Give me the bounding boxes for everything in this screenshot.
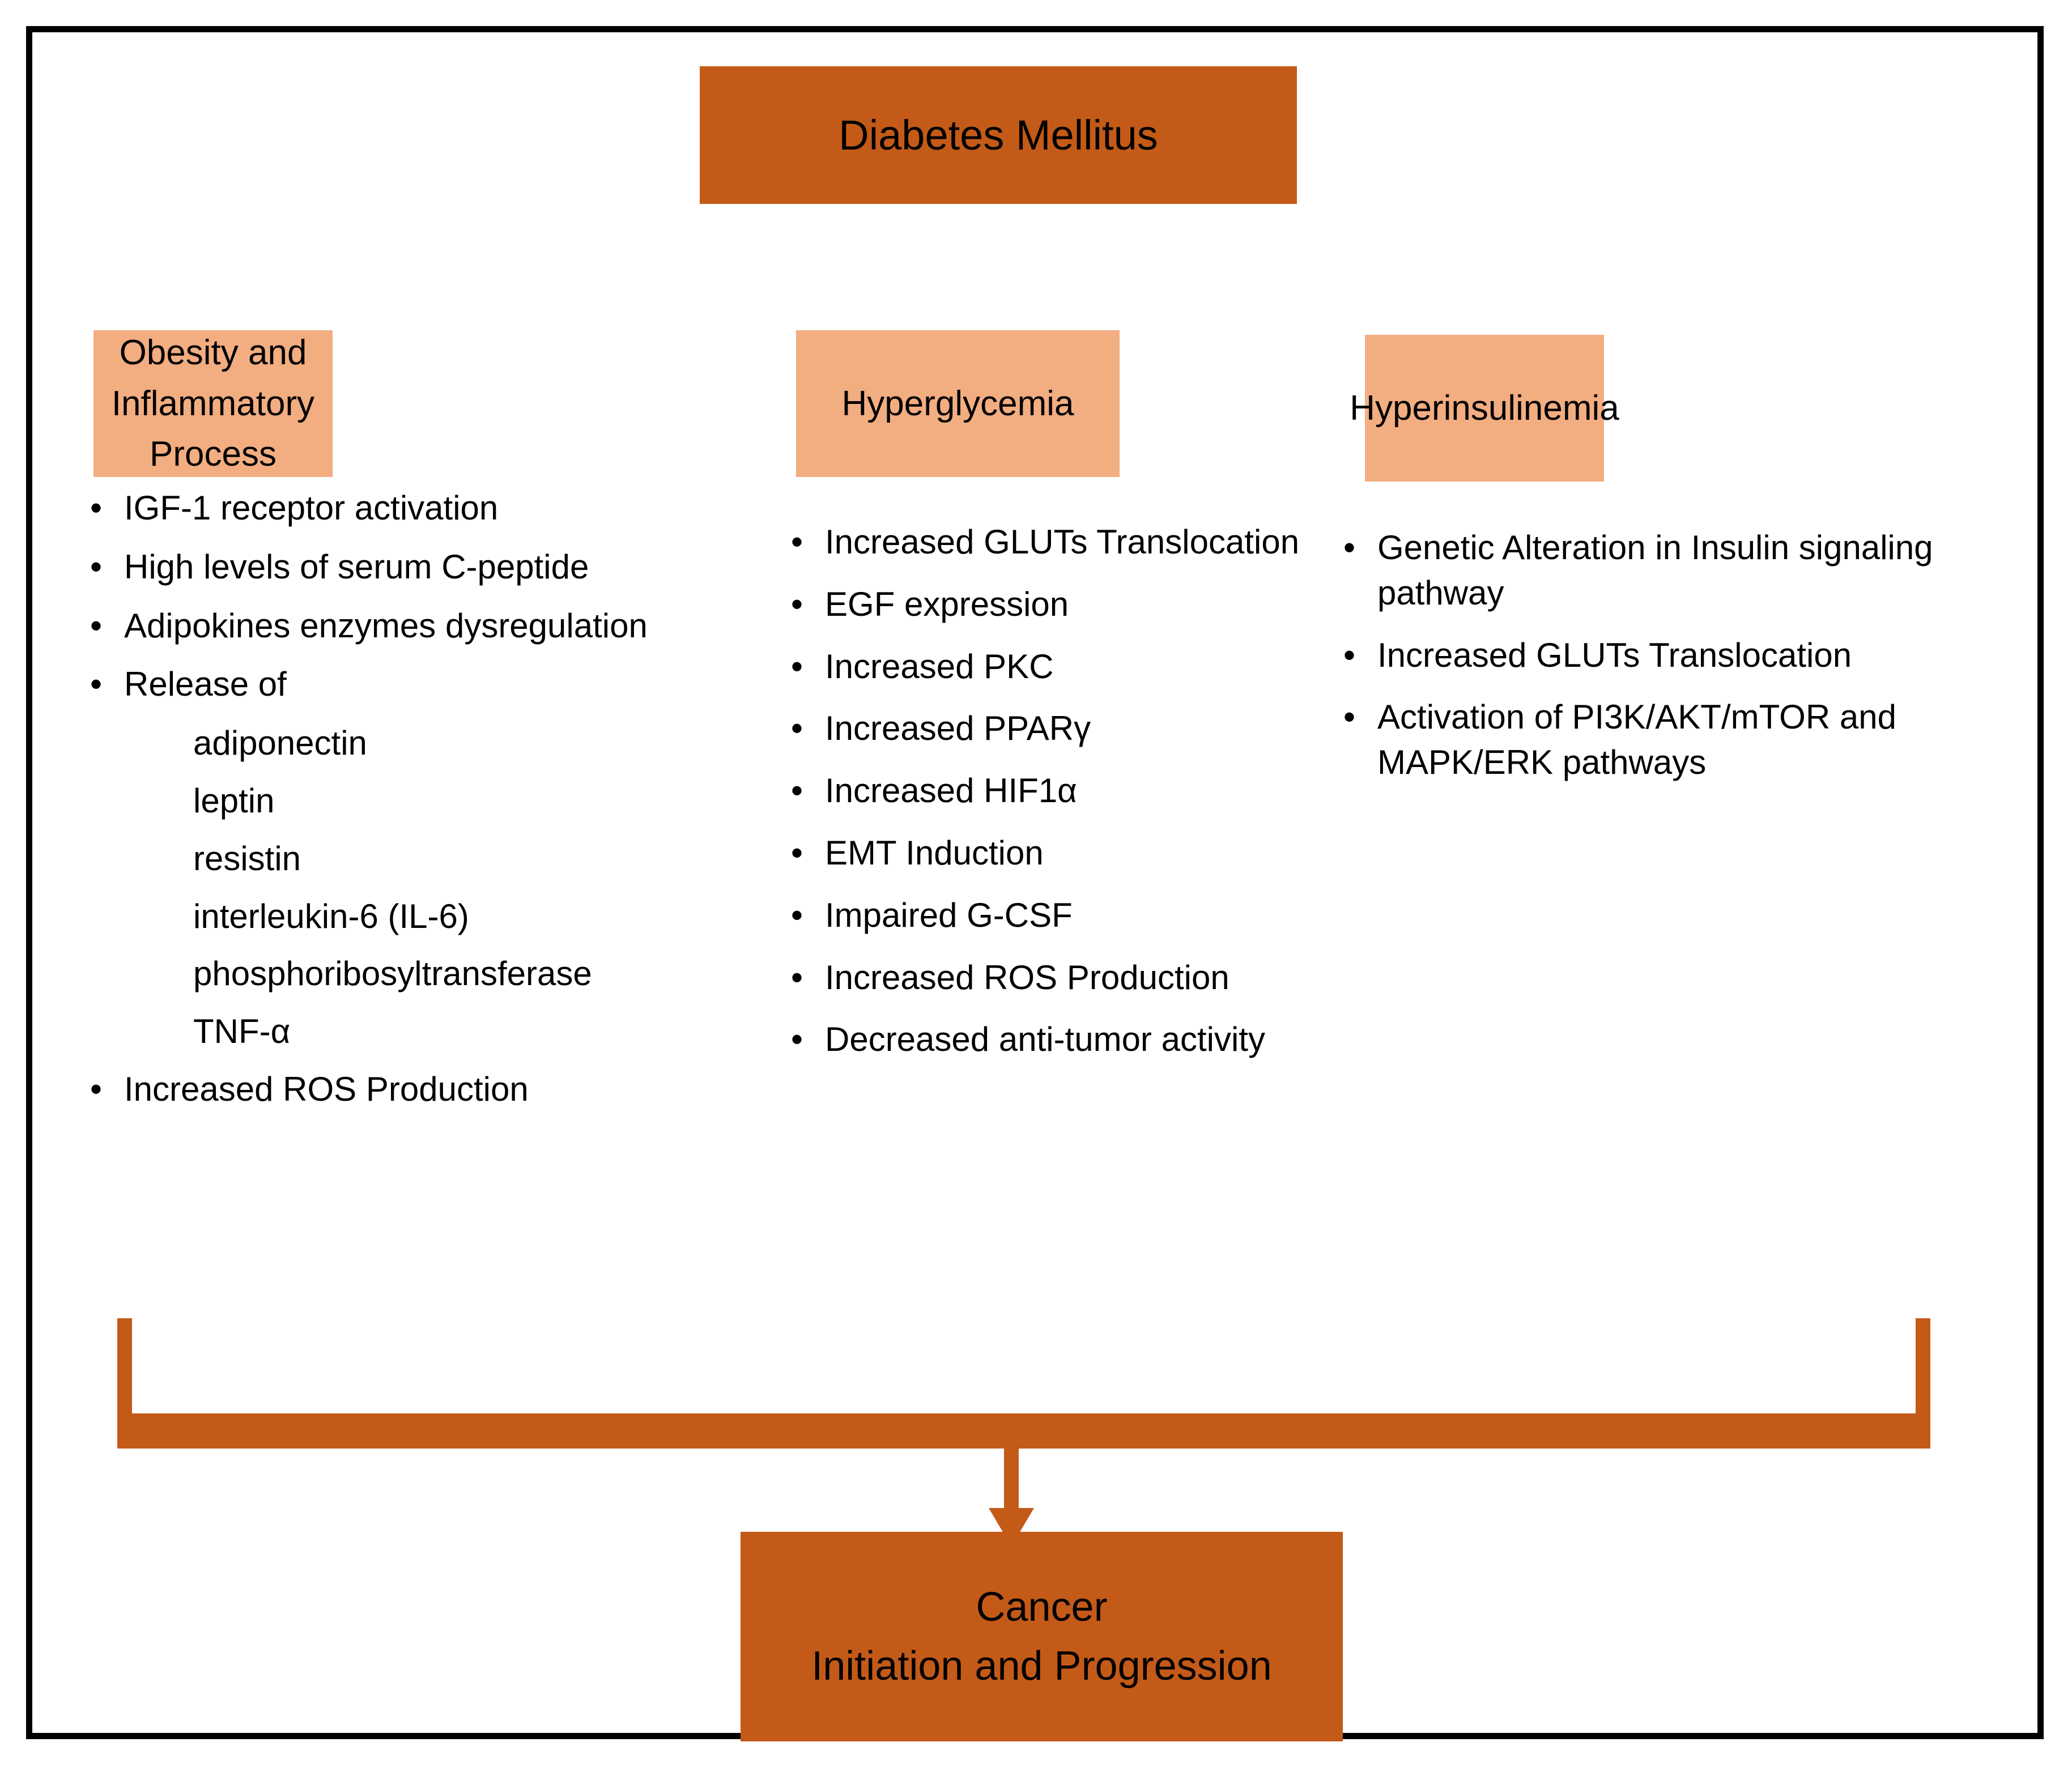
column-obesity-inflammatory-process: • IGF-1 receptor activation • High levels … (82, 485, 717, 1126)
bullet-glyph-icon: • (1343, 636, 1356, 674)
column-header-label: Obesity and Inflammatory Process (93, 327, 333, 480)
list-item: • Decreased anti-tumor activity (783, 1017, 1361, 1062)
column-hyperinsulinemia: • Genetic Alteration in Insulin signaling… (1335, 525, 2044, 802)
list-item-text: Increased GLUTs Translocation (1377, 636, 1852, 674)
list-item-text: Increased GLUTs Translocation (825, 523, 1300, 561)
bullet-list: • Increased GLUTs Translocation • EGF expr… (783, 519, 1361, 1062)
bullet-glyph-icon: • (90, 606, 103, 645)
list-item: • Increased HIF1α (783, 768, 1361, 813)
list-item-text: EMT Induction (825, 833, 1044, 872)
list-item: • Release of (82, 662, 717, 707)
sub-item: interleukin-6 (IL-6) (193, 897, 469, 935)
column-header-line-2: Process (150, 435, 276, 474)
diabetes-mellitus-label: Diabetes Mellitus (839, 111, 1158, 159)
list-item-text: Increased HIF1α (825, 772, 1077, 810)
bullet-glyph-icon: • (90, 1070, 103, 1108)
sub-item: leptin (193, 781, 275, 820)
cancer-label-line-1: Cancer (976, 1584, 1108, 1630)
list-item: • EGF expression (783, 582, 1361, 627)
list-item: • Activation of PI3K/AKT/mTOR and MAPK/ER… (1335, 695, 2044, 785)
bullet-glyph-icon: • (90, 665, 103, 704)
bullet-list: • Genetic Alteration in Insulin signaling… (1335, 525, 2044, 785)
list-item: • Impaired G-CSF (783, 893, 1361, 938)
bullet-glyph-icon: • (1343, 698, 1356, 736)
list-item-text: Activation of PI3K/AKT/mTOR and MAPK/ERK… (1377, 698, 1896, 782)
bullet-glyph-icon: • (791, 772, 803, 810)
down-arrow-stem (1004, 1443, 1019, 1517)
list-item-text: Decreased anti-tumor activity (825, 1020, 1265, 1059)
column-header-hyperinsulinemia: Hyperinsulinemia (1350, 335, 1619, 482)
list-item: • High levels of serum C-peptide (82, 544, 717, 590)
list-item-text: Increased PPARγ (825, 709, 1091, 748)
list-item-text: Genetic Alteration in Insulin signaling … (1377, 529, 1933, 612)
list-item-text: High levels of serum C-peptide (124, 547, 589, 586)
column-header-label: Hyperglycemia (841, 384, 1074, 423)
column-header-line-1: Obesity and Inflammatory (111, 333, 315, 423)
column-header-obesity-inflammatory-process: Obesity and Inflammatory Process (93, 330, 333, 477)
sub-item: resistin (193, 839, 301, 878)
diagram-frame: Diabetes Mellitus Obesity and Inflammato… (26, 26, 2044, 1741)
column-header-hyperglycemia: Hyperglycemia (796, 330, 1120, 477)
list-item-text: Increased ROS Production (124, 1070, 529, 1108)
bullet-list-continued: • Increased ROS Production (82, 1067, 717, 1112)
bullet-glyph-icon: • (90, 547, 103, 586)
bullet-glyph-icon: • (90, 489, 103, 527)
list-item: • Increased PPARγ (783, 706, 1361, 751)
list-item: • IGF-1 receptor activation (82, 485, 717, 531)
bullet-glyph-icon: • (791, 647, 803, 685)
bracket-connector (117, 1318, 1930, 1449)
bullet-glyph-icon: • (791, 585, 803, 623)
list-item: • Genetic Alteration in Insulin signaling… (1335, 525, 2044, 616)
bullet-glyph-icon: • (791, 1020, 803, 1059)
sub-item: phosphoribosyltransferase (193, 955, 592, 993)
list-item-text: Release of (124, 665, 287, 704)
cancer-outcome-node: Cancer Initiation and Progression (741, 1532, 1343, 1741)
bullet-glyph-icon: • (791, 896, 803, 934)
list-item: • Increased GLUTs Translocation (783, 519, 1361, 565)
diagram-canvas: Diabetes Mellitus Obesity and Inflammato… (32, 32, 2037, 1741)
list-item: • Adipokines enzymes dysregulation (82, 603, 717, 649)
list-item: • Increased ROS Production (82, 1067, 717, 1112)
list-item: • Increased PKC (783, 644, 1361, 689)
bullet-glyph-icon: • (791, 833, 803, 872)
bullet-glyph-icon: • (791, 709, 803, 748)
bracket-horizontal-bar (117, 1413, 1930, 1449)
bullet-glyph-icon: • (1343, 529, 1356, 566)
list-item-text: IGF-1 receptor activation (124, 489, 499, 527)
list-item-text: Impaired G-CSF (825, 896, 1073, 934)
list-item: • Increased GLUTs Translocation (1335, 633, 2044, 678)
bullet-glyph-icon: • (791, 958, 803, 996)
bullet-glyph-icon: • (791, 523, 803, 561)
list-item: • Increased ROS Production (783, 955, 1361, 1000)
bracket-left-leg (117, 1318, 132, 1429)
list-item-text: Increased ROS Production (825, 958, 1229, 996)
list-item-text: EGF expression (825, 585, 1069, 623)
list-item: • EMT Induction (783, 830, 1361, 876)
list-item-text: Adipokines enzymes dysregulation (124, 606, 648, 645)
cancer-label-line-2: Initiation and Progression (811, 1643, 1272, 1689)
column-header-label: Hyperinsulinemia (1350, 388, 1619, 428)
bracket-right-leg (1916, 1318, 1930, 1429)
sub-item: TNF-α (193, 1012, 291, 1051)
diabetes-mellitus-node: Diabetes Mellitus (700, 66, 1297, 204)
sub-item: adiponectin (193, 724, 367, 763)
list-item-text: Increased PKC (825, 647, 1054, 685)
column-hyperglycemia: • Increased GLUTs Translocation • EGF expr… (783, 519, 1361, 1079)
bullet-list: • IGF-1 receptor activation • High levels … (82, 485, 717, 707)
